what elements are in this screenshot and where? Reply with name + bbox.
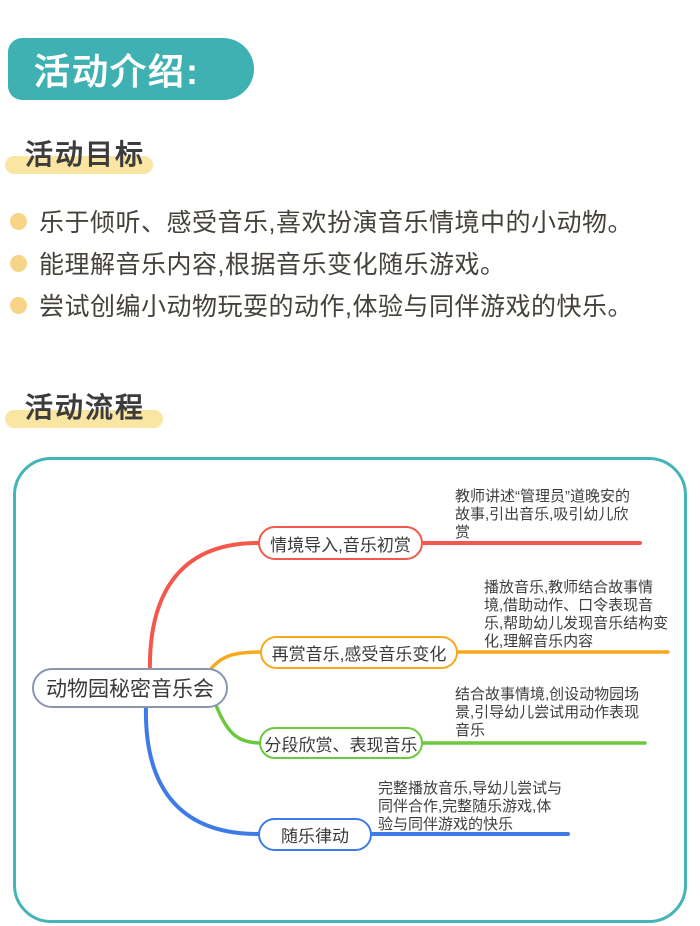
bullet-dot-icon [10,296,27,314]
banner-title: 活动介绍: [34,51,200,92]
mindmap-node-rhythm: 随乐律动 [258,818,372,851]
mindmap-note-rhythm: 完整播放音乐,导幼儿尝试与 同伴合作,完整随乐游戏,体 验与同伴游戏的快乐 [378,780,563,833]
mindmap-note-relisten: 播放音乐,教师结合故事情 境,借助动作、口令表现音 乐,帮助幼儿发现音乐结构变 … [484,579,669,650]
goal-item-text: 乐于倾听、感受音乐,喜欢扮演音乐情境中的小动物。 [39,209,633,237]
mindmap-node-intro: 情境导入,音乐初赏 [258,526,423,560]
goal-item: 乐于倾听、感受音乐,喜欢扮演音乐情境中的小动物。 [10,204,633,238]
goals-heading: 活动目标 [25,139,146,170]
goal-item: 能理解音乐内容,根据音乐变化随乐游戏。 [10,246,505,280]
goal-item-text: 能理解音乐内容,根据音乐变化随乐游戏。 [39,251,506,279]
bullet-dot-icon [10,254,27,272]
goal-item-text: 尝试创编小动物玩耍的动作,体验与同伴游戏的快乐。 [39,293,633,321]
mindmap-note-intro: 教师讲述“管理员”道晚安的 故事,引出音乐,吸引幼儿欣 赏 [455,488,630,541]
process-heading: 活动流程 [25,392,146,423]
mindmap-node-segments: 分段欣赏、表现音乐 [259,727,423,759]
section-banner: 活动介绍: [8,38,254,100]
bullet-dot-icon [10,212,27,230]
process-heading-highlight [5,410,163,428]
goal-item: 尝试创编小动物玩耍的动作,体验与同伴游戏的快乐。 [10,288,633,322]
mindmap-note-segments: 结合故事情境,创设动物园场 景,引导幼儿尝试用动作表现 音乐 [455,686,640,739]
mindmap-node-relisten: 再赏音乐,感受音乐变化 [260,636,458,669]
goals-heading-highlight [5,156,153,174]
mindmap-root-node: 动物园秘密音乐会 [32,668,228,708]
